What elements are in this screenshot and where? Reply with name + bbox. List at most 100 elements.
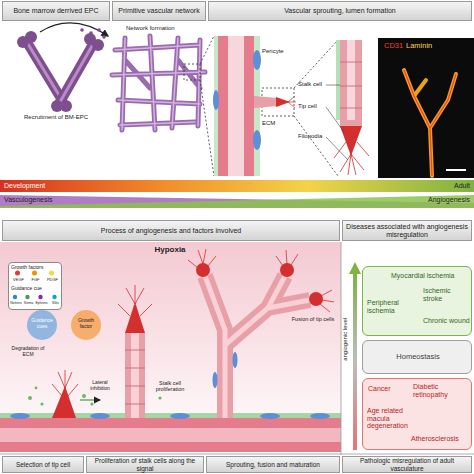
vascular-network: [112, 36, 205, 130]
angiogenic-level-arrow: [349, 262, 361, 274]
bone-marrow: [28, 44, 62, 100]
recruitment-arrow: [89, 31, 93, 35]
ecm-fragments: [35, 387, 38, 390]
zoom-lines: [294, 40, 338, 88]
step-caption: Proliferation of stalk cells along the s…: [86, 456, 204, 473]
sprout-closeup: [336, 40, 340, 120]
branching-sprout: [309, 292, 323, 306]
node-text: Homeostasis: [367, 353, 469, 361]
blood-vessel: [10, 413, 30, 419]
blood-vessel: [0, 418, 341, 452]
bone-marrow: [17, 31, 104, 112]
recruitment-arrow: [80, 28, 84, 32]
figure-label: Hypoxia: [140, 246, 200, 255]
blood-vessel: [90, 413, 110, 419]
figure-label: Recruitment of BM-EPC: [14, 114, 98, 121]
blood-vessel: [0, 428, 341, 442]
stalk-sprout: [118, 285, 152, 418]
step-caption: Pathologic misregulation of adult vascul…: [342, 456, 472, 473]
zoom-lines: [184, 64, 200, 80]
microscopy-image: [378, 38, 474, 178]
signal-bubbles: [71, 310, 101, 340]
node-text: VEGF: [10, 278, 27, 282]
figure-label: Development: [4, 182, 84, 190]
vessel-closeup: [228, 36, 244, 176]
node-text: Sema: [22, 302, 35, 306]
node-text: Bone marrow derrived EPC: [13, 7, 98, 15]
node-text: Ephrins: [34, 302, 49, 306]
branching-sprout: [196, 263, 210, 277]
branching-sprout: [188, 249, 334, 312]
microscopy-image: [378, 38, 474, 178]
ecm-fragments: [90, 402, 93, 405]
panel-header: Vascular sprouting, lumen formation: [208, 1, 472, 21]
stage-bars: [0, 195, 474, 208]
vascular-network: [112, 36, 205, 130]
figure-label: Angiogenesis: [380, 196, 470, 204]
node-text: Atherosclerosis: [411, 435, 471, 443]
node-text: Selection of tip cell: [16, 461, 70, 468]
node-text: Primitive vascular network: [118, 7, 199, 15]
signal-bubbles: [27, 310, 57, 340]
node-text: Cancer: [368, 385, 408, 393]
microscopy-image: [404, 70, 456, 176]
hypoxia-area: [0, 242, 341, 454]
figure-label: ECM: [262, 120, 292, 127]
stage-bars: [0, 180, 474, 208]
recruitment-arrow: [102, 35, 106, 39]
stalk-sprout: [125, 302, 145, 333]
vessel-closeup: [288, 96, 296, 108]
vessel-closeup: [253, 50, 261, 70]
disease-box: CancerDiabetic retinopathyAge related ma…: [362, 378, 472, 450]
branching-sprout: [205, 276, 310, 418]
blood-vessel: [0, 413, 341, 452]
sprout-closeup: [340, 62, 362, 108]
sprout-closeup: [340, 40, 362, 126]
stalk-sprout: [125, 332, 145, 418]
figure-label: Tip cell: [298, 103, 328, 110]
node-text: Process of angiogenesis and factors invo…: [101, 227, 241, 235]
node-text: Growth factors: [11, 265, 61, 271]
stalk-sprout: [125, 350, 145, 404]
figure-label: CD31: [384, 42, 408, 50]
figure-label: Fusion of tip cells: [290, 316, 336, 322]
node-text: PDGF: [44, 278, 61, 282]
blood-vessel: [260, 413, 280, 419]
figure-label: Filopodia: [298, 133, 328, 140]
node-text: Myocardial ischemia: [391, 272, 469, 280]
node-text: Pathologic misregulation of adult vascul…: [343, 457, 471, 471]
zoom-lines: [200, 36, 214, 64]
disease-box: Myocardial ischemiaIschemic strokePeriph…: [362, 266, 472, 336]
node-text: Ischemic stroke: [423, 287, 471, 302]
bone-marrow: [25, 31, 37, 43]
blood-vessel: [310, 413, 330, 419]
hypoxia-area: [0, 242, 341, 454]
ecm-fragments: [40, 402, 43, 405]
sprout-closeup: [326, 40, 369, 175]
zoom-lines: [294, 116, 338, 176]
figure-label: Stalk cell: [298, 81, 328, 88]
panel-header: Primitive vascular network: [112, 1, 206, 21]
dividers: [0, 242, 474, 455]
recruitment-arrow: [40, 23, 108, 36]
node-text: Vascular sprouting, lumen formation: [284, 7, 396, 15]
microscopy-image: [446, 169, 466, 171]
sprout-closeup: [326, 85, 348, 160]
node-text: Proliferation of stalk cells along the s…: [87, 457, 203, 471]
signal-bubbles: [27, 310, 101, 340]
axis-label: angiogenic level: [342, 294, 349, 384]
stalk-sprout: [131, 332, 139, 418]
disease-box: Homeostasis: [362, 340, 472, 374]
stage-bars: [0, 180, 474, 192]
ecm-fragments: [28, 396, 32, 400]
figure-label: Guidance cues: [28, 318, 56, 329]
node-text: Chronic wound: [423, 317, 471, 325]
bone-marrow: [28, 44, 62, 100]
figure-label: Stalk cell proliferation: [148, 380, 192, 392]
figure-label: Adult: [430, 182, 470, 190]
bone-marrow: [60, 46, 92, 102]
panel-header: Process of angiogenesis and factors invo…: [2, 220, 340, 241]
vessel-closeup: [213, 36, 296, 176]
figure-label: Lateral inhibition: [82, 380, 118, 391]
